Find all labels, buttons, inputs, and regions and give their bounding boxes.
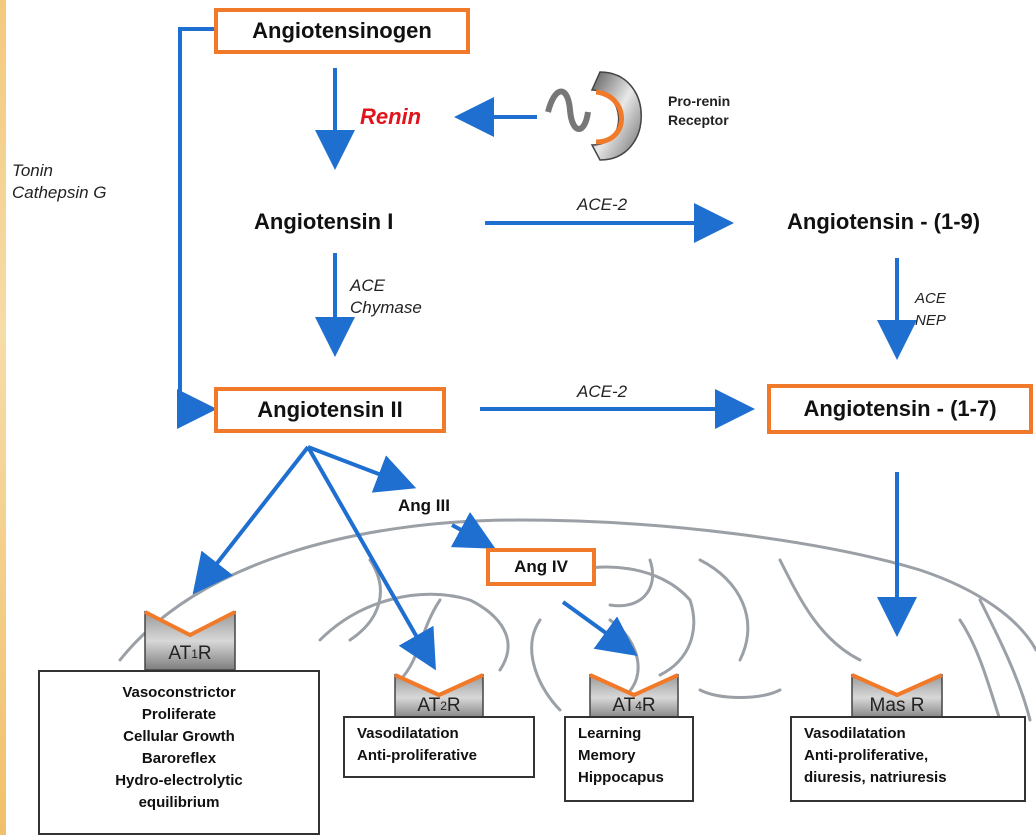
effect-line: diuresis, natriuresis [804, 769, 947, 786]
receptor-line: Receptor [668, 112, 729, 128]
node-ang-iv: Ang IV [486, 548, 596, 586]
node-angiotensin-1-7: Angiotensin - (1-7) [767, 384, 1033, 434]
effect-line: Vasodilatation [804, 725, 906, 742]
pro-renin-receptor-icon [545, 71, 642, 161]
arrow-ang2-to-ang3 [307, 445, 417, 493]
pro-renin-receptor-label: Pro-renin Receptor [668, 92, 730, 130]
at2r-suffix: R [446, 695, 461, 716]
ace-label: ACE [350, 276, 385, 295]
effect-line: Memory [578, 747, 636, 764]
enzyme-tonin-cathepsin: Tonin Cathepsin G [12, 160, 107, 204]
effect-line: Anti-proliferative, [804, 747, 929, 764]
effect-line: Hydro-electrolytic [115, 772, 243, 789]
pathway-arrows [177, 27, 917, 671]
enzyme-ace-nep: ACE NEP [915, 288, 946, 332]
at1r-suffix: R [197, 643, 212, 664]
masr-main: Mas R [869, 695, 925, 716]
renin-label: Renin [360, 104, 422, 129]
enzyme-ace-chymase: ACE Chymase [350, 275, 422, 319]
arrow-ang4-to-at4r [561, 600, 638, 657]
ang-iv-label: Ang IV [514, 557, 568, 576]
effect-line: Baroreflex [141, 750, 217, 767]
masr-label: Mas R [852, 693, 942, 719]
ace-label-2: ACE [915, 290, 946, 307]
effect-line: Vasodilatation [357, 725, 459, 742]
effects-masr: Vasodilatation Anti-proliferative, diure… [790, 716, 1026, 802]
receptor-shapes [144, 610, 943, 721]
at1r-sub: 1 [191, 647, 198, 661]
effects-at1r: Vasoconstrictor Proliferate Cellular Gro… [38, 670, 320, 835]
effects-at2r: Vasodilatation Anti-proliferative [343, 716, 535, 778]
node-angiotensin-i: Angiotensin I [254, 209, 394, 234]
node-ang-iii: Ang III [398, 496, 450, 515]
chymase-label: Chymase [350, 298, 422, 317]
angiotensin-1-7-label: Angiotensin - (1-7) [803, 396, 997, 421]
arrow-ang2-to-at2r [306, 446, 436, 671]
arrow-ang2-to-at1r [192, 445, 310, 595]
effect-line: Hippocapus [578, 769, 664, 786]
at1r-main: AT [168, 643, 192, 664]
effect-line: Vasoconstrictor [122, 684, 236, 701]
effect-line: Proliferate [141, 706, 217, 723]
nep-label: NEP [915, 312, 946, 329]
at2r-sub: 2 [440, 699, 447, 713]
at2r-main: AT [417, 695, 441, 716]
pro-renin-line: Pro-renin [668, 93, 731, 109]
angiotensin-ii-label: Angiotensin II [257, 397, 403, 422]
effect-line: Learning [578, 725, 642, 742]
tonin-label: Tonin [12, 161, 53, 180]
angiotensinogen-label: Angiotensinogen [252, 18, 432, 43]
node-angiotensinogen: Angiotensinogen [214, 8, 470, 54]
arrow-ang3-to-ang4 [450, 512, 496, 549]
effects-at4r: Learning Memory Hippocapus [564, 716, 694, 802]
slide-accent-stripe [0, 0, 6, 835]
node-angiotensin-ii: Angiotensin II [214, 387, 446, 433]
effect-line: Cellular Growth [123, 728, 235, 745]
brain-illustration [118, 518, 1036, 722]
at4r-main: AT [612, 695, 636, 716]
effect-line: Anti-proliferative [357, 747, 478, 764]
enzyme-ace2-bottom: ACE-2 [577, 382, 628, 401]
arrow-tonin-bypass [177, 27, 217, 429]
node-angiotensin-1-9: Angiotensin - (1-9) [787, 209, 981, 234]
at4r-sub: 4 [635, 699, 642, 713]
at4r-suffix: R [641, 695, 656, 716]
effect-line: equilibrium [138, 794, 220, 811]
enzyme-ace2-top: ACE-2 [577, 195, 628, 214]
cathepsin-label: Cathepsin G [12, 183, 107, 202]
